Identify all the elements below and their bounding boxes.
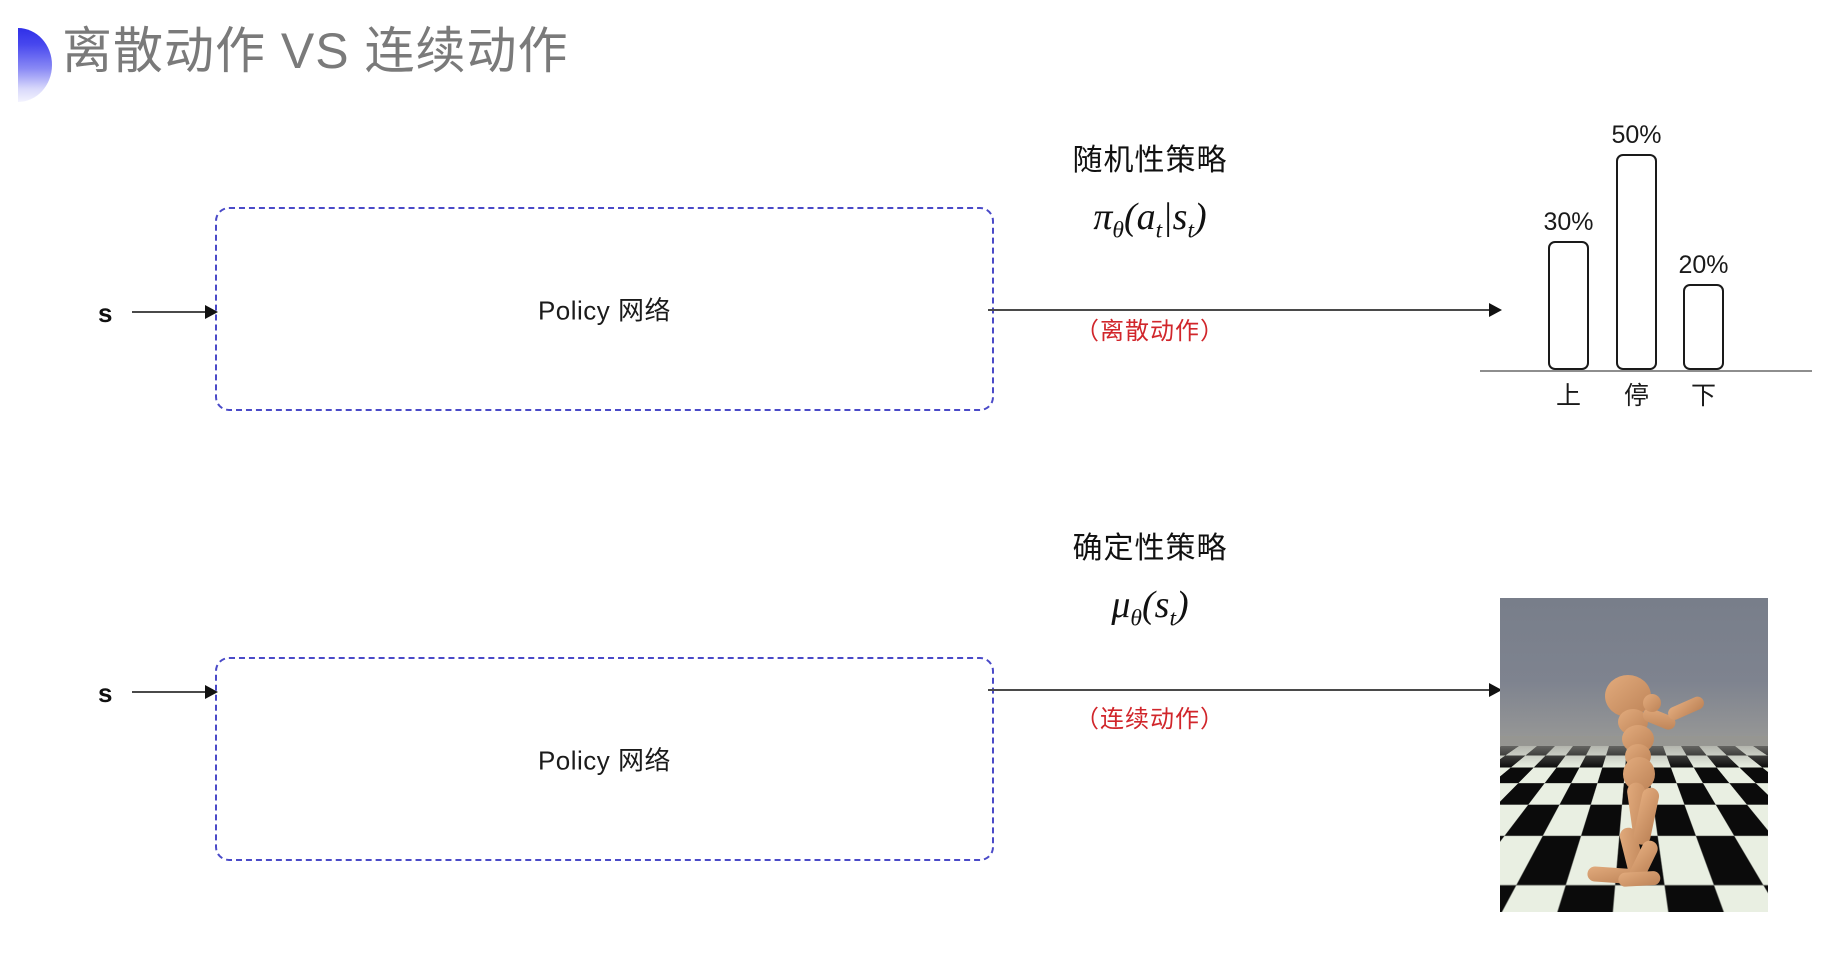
sim-humanoid-figure — [1500, 598, 1768, 912]
arrow-state-to-policy-top — [132, 305, 218, 319]
chart-baseline-axis — [1480, 370, 1812, 372]
bar-category-label-down: 下 — [1691, 376, 1716, 412]
category-slot-stop: 停 — [1616, 380, 1657, 426]
discrete-action-bar-chart: 30% 50% 20% 上 停 下 — [1470, 96, 1810, 426]
annotation-note-top: （离散动作） — [1000, 311, 1300, 346]
annotation-stochastic-policy: 随机性策略 πθ(at|st) （离散动作） — [1000, 135, 1300, 346]
formula-mu: μ — [1111, 584, 1130, 626]
arrow-shaft — [132, 691, 206, 693]
annotation-title-top: 随机性策略 — [1000, 135, 1300, 179]
bar-category-label-up: 上 — [1556, 376, 1581, 412]
bar-category-label-stop: 停 — [1624, 376, 1649, 412]
annotation-deterministic-policy: 确定性策略 μθ(st) （连续动作） — [1000, 523, 1300, 734]
annotation-formula-top: πθ(at|st) — [1000, 195, 1300, 245]
bar-value-label-down: 20% — [1678, 251, 1728, 280]
formula-theta: θ — [1130, 606, 1142, 632]
formula-open-paren: ( — [1124, 196, 1137, 238]
formula-a: a — [1137, 196, 1156, 238]
bar-value-label-up: 30% — [1543, 208, 1593, 237]
category-slot-up: 上 — [1548, 380, 1589, 426]
annotation-note-bottom: （连续动作） — [1000, 699, 1300, 734]
humanoid-simulation-image — [1500, 598, 1768, 912]
page-title: 离散动作 VS 连续动作 — [62, 24, 568, 79]
bar-stop[interactable]: 50% — [1616, 154, 1657, 370]
policy-network-label-top: Policy 网络 — [217, 291, 992, 328]
arrow-shaft — [132, 311, 206, 313]
formula-s: s — [1155, 584, 1170, 626]
state-input-label-bottom: s — [98, 678, 112, 709]
formula-close-paren: ) — [1176, 584, 1189, 626]
policy-network-box-bottom[interactable]: Policy 网络 — [215, 657, 994, 861]
annotation-title-bottom: 确定性策略 — [1000, 523, 1300, 567]
formula-pi: π — [1093, 196, 1112, 238]
category-slot-down: 下 — [1683, 380, 1724, 426]
formula-open-paren: ( — [1142, 584, 1155, 626]
formula-theta: θ — [1112, 218, 1124, 244]
bar-value-label-stop: 50% — [1611, 121, 1661, 150]
formula-s: s — [1173, 196, 1188, 238]
bar-down[interactable]: 20% — [1683, 284, 1724, 370]
policy-network-label-bottom: Policy 网络 — [217, 741, 992, 778]
formula-close-paren: ) — [1194, 196, 1207, 238]
formula-bar: | — [1162, 196, 1172, 238]
annotation-formula-bottom: μθ(st) — [1000, 583, 1300, 633]
title-decoration-icon — [18, 28, 52, 102]
bar-up[interactable]: 30% — [1548, 241, 1589, 370]
arrow-state-to-policy-bottom — [132, 685, 218, 699]
policy-network-box-top[interactable]: Policy 网络 — [215, 207, 994, 411]
state-input-label-top: s — [98, 298, 112, 329]
